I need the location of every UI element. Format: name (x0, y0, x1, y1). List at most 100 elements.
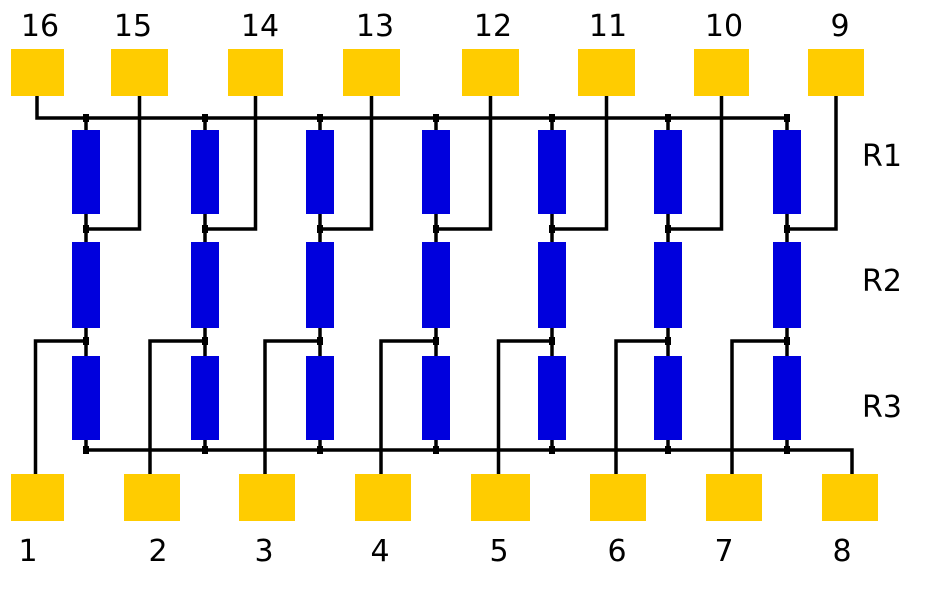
pin-label-16: 16 (21, 9, 59, 44)
row-label-r3: R3 (862, 390, 902, 425)
resistor-r3-col-5 (538, 356, 566, 440)
junction-dot (317, 225, 323, 233)
junction-dot (317, 446, 323, 454)
top-pad-15 (111, 49, 168, 96)
resistor-r2-col-3 (306, 242, 334, 328)
pin-label-8: 8 (832, 534, 851, 569)
top-pad-13 (343, 49, 400, 96)
pin-label-5: 5 (489, 534, 508, 569)
resistor-r3-col-1 (72, 356, 100, 440)
resistor-r2-col-6 (654, 242, 682, 328)
bottom-pad-6 (590, 474, 646, 521)
pin-label-10: 10 (705, 9, 743, 44)
pin-label-13: 13 (356, 9, 394, 44)
resistor-r1-col-4 (422, 130, 450, 214)
resistor-r2-col-5 (538, 242, 566, 328)
resistor-r2-col-1 (72, 242, 100, 328)
junction-dot (83, 114, 89, 122)
row-label-r2: R2 (862, 264, 902, 299)
pin-label-3: 3 (254, 534, 273, 569)
junction-dot (549, 114, 555, 122)
junction-dot (433, 446, 439, 454)
junction-dot (665, 446, 671, 454)
junction-dot (784, 114, 790, 122)
pin-label-12: 12 (474, 9, 512, 44)
top-pad-16 (11, 49, 64, 96)
junction-dot (665, 337, 671, 345)
resistor-r1-col-3 (306, 130, 334, 214)
top-pad-11 (578, 49, 635, 96)
junction-dot (784, 446, 790, 454)
bottom-pad-4 (355, 474, 411, 521)
top-pin-wire-13 (320, 96, 374, 231)
resistor-r1-col-1 (72, 130, 100, 214)
bottom-pad-7 (706, 474, 762, 521)
junction-dot (317, 337, 323, 345)
resistor-r2-col-2 (191, 242, 219, 328)
junction-dot (665, 225, 671, 233)
junction-dot (202, 114, 208, 122)
junction-dot (784, 337, 790, 345)
bottom-pin-wire-5 (496, 339, 552, 476)
bottom-pad-2 (124, 474, 180, 521)
bottom-pin-wire-1 (33, 339, 86, 476)
junction-dot (83, 337, 89, 345)
junction-dot (665, 114, 671, 122)
top-pin-wire-14 (205, 96, 258, 231)
junction-dot (202, 446, 208, 454)
top-bus-wire (35, 96, 787, 120)
pin-label-2: 2 (148, 534, 167, 569)
pin-label-11: 11 (589, 9, 627, 44)
pads (11, 49, 878, 521)
top-pad-10 (694, 49, 749, 96)
resistor-r1-col-5 (538, 130, 566, 214)
junction-dot (83, 225, 89, 233)
top-pad-9 (808, 49, 864, 96)
bottom-pad-8 (822, 474, 878, 521)
top-pin-wire-11 (552, 96, 609, 231)
top-pin-wire-15 (86, 96, 142, 231)
bottom-pin-wire-6 (614, 339, 668, 476)
junction-dot (549, 337, 555, 345)
resistor-r1-col-2 (191, 130, 219, 214)
pin-label-15: 15 (114, 9, 152, 44)
bottom-bus-wire (86, 448, 854, 476)
resistor-r3-col-3 (306, 356, 334, 440)
top-pad-14 (228, 49, 283, 96)
junction-dot (433, 114, 439, 122)
bottom-pad-3 (239, 474, 295, 521)
pin-label-1: 1 (18, 534, 37, 569)
resistor-r1-col-6 (654, 130, 682, 214)
top-pin-wire-9 (787, 96, 838, 231)
top-pin-wire-12 (436, 96, 493, 231)
pin-label-7: 7 (714, 534, 733, 569)
bottom-pad-5 (471, 474, 530, 521)
pin-label-4: 4 (370, 534, 389, 569)
resistor-r3-col-7 (773, 356, 801, 440)
junction-dot (202, 337, 208, 345)
junction-dot (549, 446, 555, 454)
bottom-pin-wire-2 (148, 339, 205, 476)
pin-label-14: 14 (241, 9, 279, 44)
junction-dot (433, 337, 439, 345)
pin-label-6: 6 (607, 534, 626, 569)
resistor-r1-col-7 (773, 130, 801, 214)
junction-dot (83, 446, 89, 454)
row-label-r1: R1 (862, 139, 902, 174)
resistor-r2-col-4 (422, 242, 450, 328)
junction-dot (784, 225, 790, 233)
junction-dot (433, 225, 439, 233)
junction-dot (549, 225, 555, 233)
resistor-r3-col-4 (422, 356, 450, 440)
resistor-r3-col-2 (191, 356, 219, 440)
bottom-pin-wire-7 (730, 339, 787, 476)
junction-dot (317, 114, 323, 122)
resistor-r2-col-7 (773, 242, 801, 328)
pin-label-9: 9 (830, 9, 849, 44)
resistor-r3-col-6 (654, 356, 682, 440)
top-pad-12 (462, 49, 519, 96)
bottom-pad-1 (11, 474, 64, 521)
bottom-pin-wire-3 (263, 339, 320, 476)
